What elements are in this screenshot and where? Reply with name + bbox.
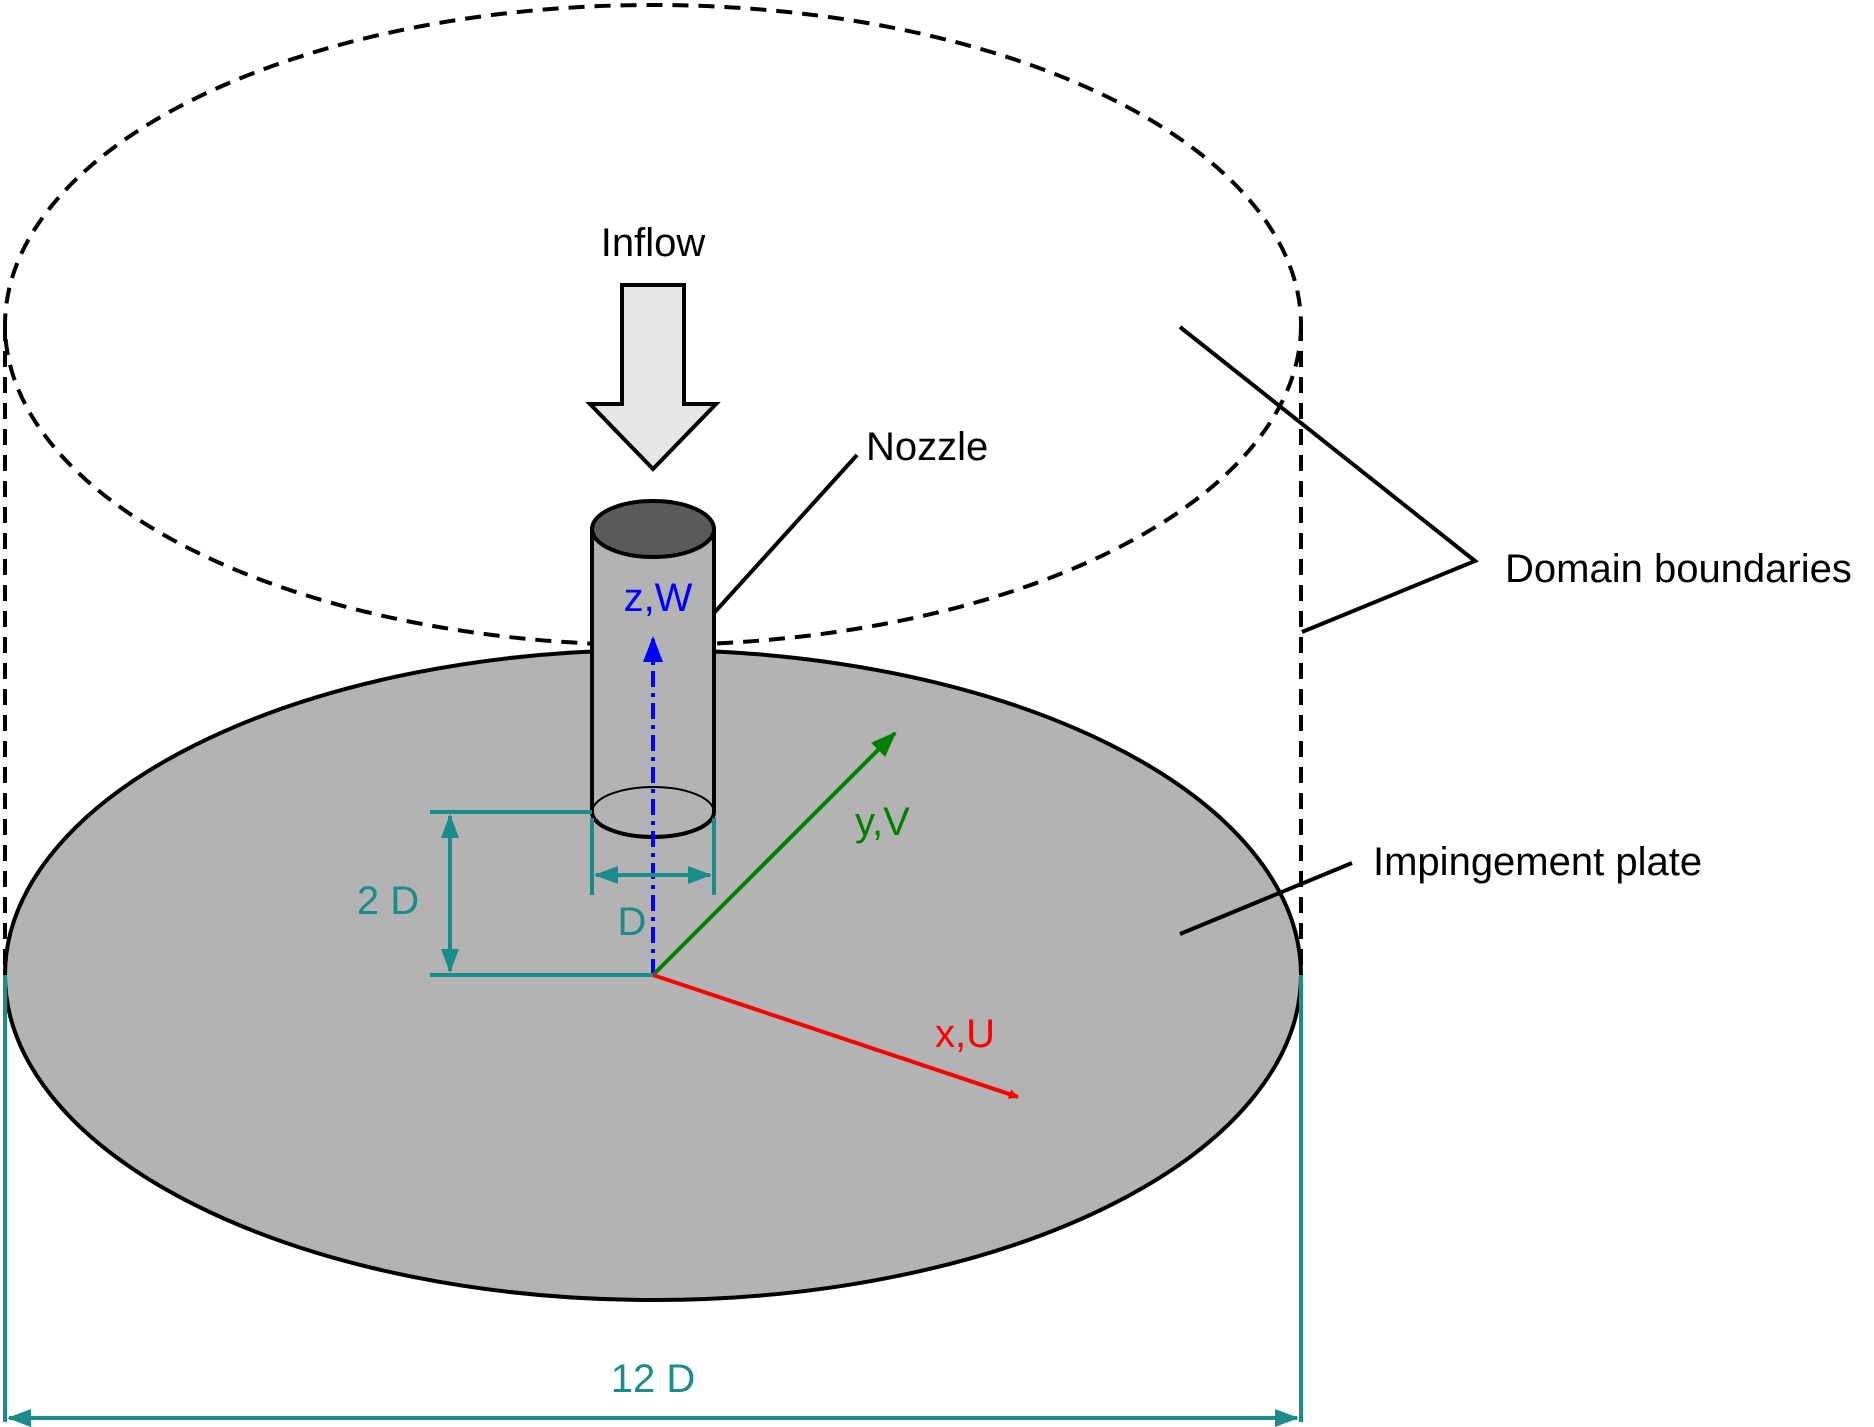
x-axis-label: x,U xyxy=(935,1012,995,1056)
dimension-2d xyxy=(430,810,653,977)
x-axis-arrow xyxy=(652,973,1019,1099)
inflow-arrow xyxy=(585,283,721,472)
inflow-label: Inflow xyxy=(601,221,706,265)
nozzle-leader-line xyxy=(712,453,859,615)
dimension-2d-label: 2 D xyxy=(357,879,419,923)
nozzle-label: Nozzle xyxy=(866,425,988,469)
dimension-12d-label: 12 D xyxy=(611,1357,696,1401)
nozzle-opening xyxy=(590,499,716,559)
domain-leader-lines xyxy=(1178,325,1479,634)
z-axis-label: z,W xyxy=(624,576,693,620)
nozzle xyxy=(590,499,716,839)
domain-boundaries-label: Domain boundaries xyxy=(1505,547,1852,591)
impingement-plate-label: Impingement plate xyxy=(1373,840,1702,884)
plate-leader-line xyxy=(1179,861,1353,936)
y-axis-label: y,V xyxy=(855,800,910,844)
y-axis-arrow xyxy=(651,731,897,977)
nozzle-bottom-rim xyxy=(591,786,715,813)
dimension-d xyxy=(590,818,716,895)
dimension-12d xyxy=(3,975,1303,1427)
dimension-d-label: D xyxy=(618,900,647,944)
